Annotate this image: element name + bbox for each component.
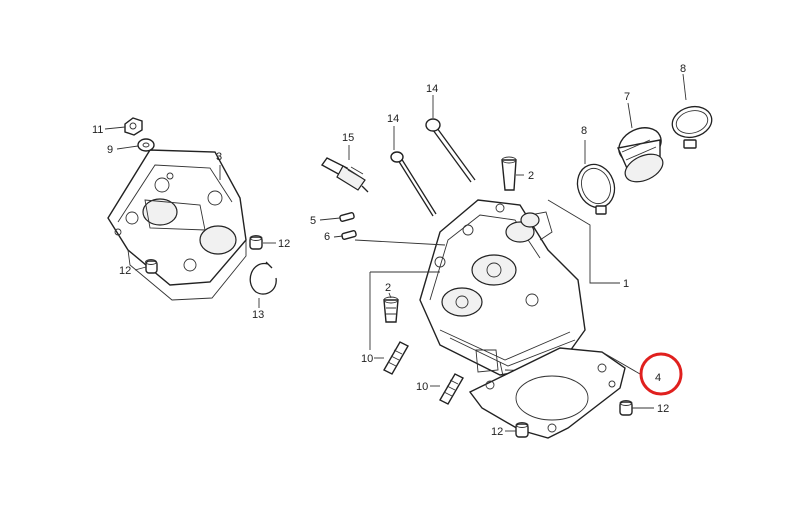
callout-3: 3: [216, 151, 222, 163]
stud-bolt-part-14-a: [390, 151, 437, 217]
stud-bolt-part-14-b: [425, 118, 476, 183]
circlip-part-13: [249, 261, 277, 304]
callout-10-b: 10: [416, 381, 428, 393]
callout-13: 13: [252, 309, 264, 321]
clamp-band-part-8-b: [671, 105, 713, 149]
nut-part-11: [124, 117, 143, 136]
dowel-pin-part-12-c: [619, 400, 633, 416]
callout-12-c: 12: [657, 403, 669, 415]
clamp-band-part-8-a: [576, 163, 616, 215]
callout-2-a: 2: [528, 170, 534, 182]
callout-1: 1: [623, 278, 629, 290]
valve-guide-part-2-b: [383, 296, 399, 323]
callout-9: 9: [107, 144, 113, 156]
camshaft-holder-part-3: [107, 149, 247, 301]
callout-12-d: 12: [491, 426, 503, 438]
callout-11: 11: [92, 124, 103, 136]
dowel-pin-part-12-a: [249, 235, 263, 250]
washer-part-9: [137, 138, 155, 152]
callout-15: 15: [342, 132, 354, 144]
callout-4: 4: [655, 372, 661, 384]
pin-part-5: [339, 212, 355, 222]
stud-part-10-b: [439, 373, 464, 405]
callout-6: 6: [324, 231, 330, 243]
insulator-part-7: [617, 127, 664, 183]
head-gasket-part-4: [468, 347, 626, 439]
dowel-pin-part-12-b: [145, 259, 158, 274]
o-ring-part-6: [341, 230, 357, 240]
leader-lines: [104, 73, 687, 432]
callout-14-a: 14: [387, 113, 399, 125]
callout-5: 5: [310, 215, 316, 227]
cylinder-head-part-1: [419, 199, 586, 389]
callout-12-b: 12: [119, 265, 131, 277]
callout-8-b: 8: [680, 63, 686, 75]
callout-12-a: 12: [278, 238, 290, 250]
callout-14-b: 14: [426, 83, 438, 95]
callout-labels: 11 9 3 12 12 13 15 14 14 5 6 2 2 1 10 10…: [92, 63, 686, 438]
callout-8-a: 8: [581, 125, 587, 137]
callout-2-b: 2: [385, 282, 391, 294]
callout-7: 7: [624, 91, 630, 103]
callout-10-a: 10: [361, 353, 373, 365]
valve-guide-part-2-a: [501, 156, 517, 191]
stud-part-10-a: [383, 341, 409, 375]
highlight-circle: [639, 352, 683, 396]
dowel-pin-part-12-d: [515, 422, 529, 438]
spark-plug-part-15: [320, 157, 369, 193]
